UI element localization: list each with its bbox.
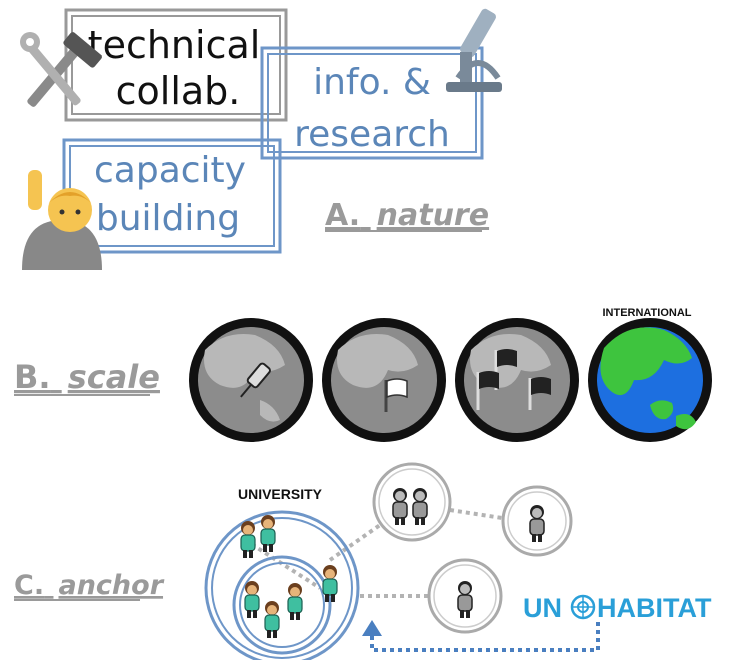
section-a-nature: technical collab. capacity building info… [20,8,502,270]
university-caption: UNIVERSITY [238,486,323,502]
technical-collab-line1: technical [88,23,261,67]
label-c: C. anchor [14,570,165,601]
globe-national [322,318,446,442]
microscope-icon [446,8,502,92]
technical-collab-box: technical collab. [64,8,288,122]
white-flag-icon [384,378,408,412]
info-research-line1: info. & [313,62,431,103]
connector-lines [243,508,503,598]
university-people [240,514,338,639]
international-caption: INTERNATIONAL [602,307,691,319]
globe-international [588,318,712,442]
info-research-line2: research [294,114,450,155]
label-a: A. nature [325,198,489,233]
globe-local [189,318,313,442]
raised-hand-person-icon [22,170,102,270]
section-b-scale: B. scale INTERNATIONAL [14,307,712,442]
tools-icon [20,32,102,107]
black-flags-icon [476,349,551,410]
label-c-letter: C. [14,570,44,601]
section-c-anchor: C. anchor UNIVERSITY [14,462,712,660]
university-rings [204,510,360,660]
info-research-box: info. & research [260,46,484,160]
pushpin-icon [240,362,271,398]
colored-earth [600,327,692,396]
un-habitat-logo: UN HABITAT [523,593,712,623]
label-a-word: nature [377,198,489,233]
capacity-building-line2: building [96,198,240,239]
habitat-arrow [362,620,600,652]
partner-circle-1 [372,462,452,542]
un-habitat-prefix: UN [523,593,562,623]
technical-collab-line2: collab. [116,69,241,113]
label-a-letter: A. [325,198,360,233]
label-b-letter: B. [14,358,51,396]
label-b-word: scale [68,358,160,396]
globe-regional [455,318,579,442]
un-habitat-suffix: HABITAT [597,593,712,623]
capacity-building-box: capacity building [62,138,282,254]
capacity-building-line1: capacity [94,150,246,191]
un-emblem-icon [570,594,596,620]
label-b: B. scale [14,358,160,396]
label-c-word: anchor [58,570,164,601]
